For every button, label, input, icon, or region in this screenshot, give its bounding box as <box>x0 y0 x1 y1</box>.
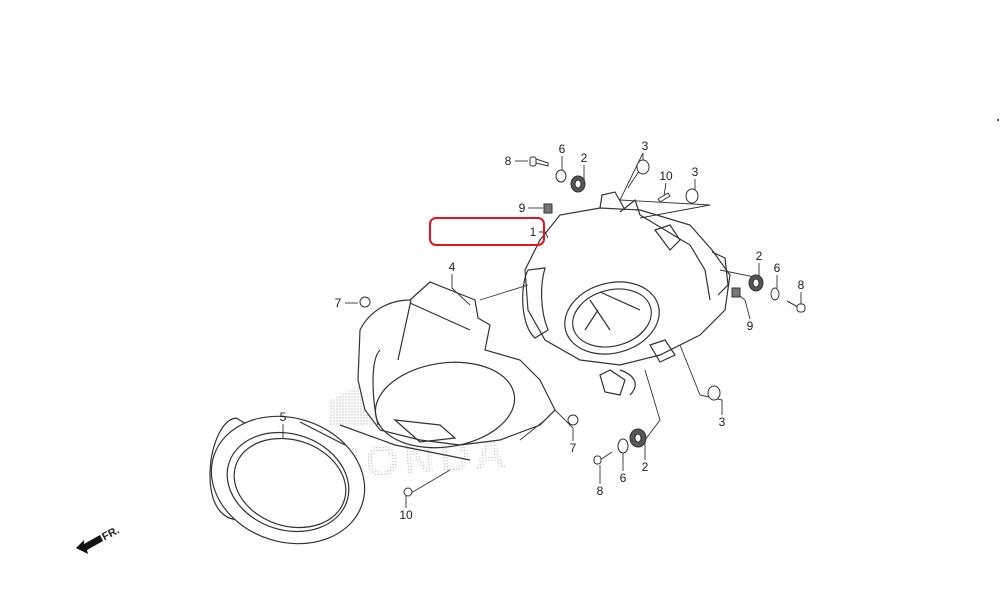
bushing-3-top-b <box>685 188 699 204</box>
arrow-front-icon <box>76 535 103 554</box>
callout-part-5[interactable]: 5 <box>279 410 287 424</box>
callout-part-3[interactable]: 3 <box>691 165 699 179</box>
callout-part-1[interactable]: 1 <box>529 225 537 239</box>
grommet-2-right <box>748 274 764 292</box>
callout-part-10[interactable]: 10 <box>399 508 413 522</box>
bolt-8-bottom <box>593 451 613 465</box>
callout-part-8[interactable]: 8 <box>504 154 512 168</box>
callout-part-2[interactable]: 2 <box>580 151 588 165</box>
grommet-2-bottom <box>629 428 647 448</box>
bushing-3-top-a <box>636 159 650 175</box>
clip-9-top <box>543 203 553 214</box>
callout-part-9[interactable]: 9 <box>746 319 754 333</box>
callout-part-6[interactable]: 6 <box>619 471 627 485</box>
bolt-8-top <box>529 156 549 167</box>
callout-part-7[interactable]: 7 <box>334 296 342 310</box>
callout-part-8[interactable]: 8 <box>797 278 805 292</box>
callout-part-2[interactable]: 2 <box>755 249 763 263</box>
screw-7-left <box>359 296 371 308</box>
callout-part-6[interactable]: 6 <box>558 142 566 156</box>
bushing-3-bottom <box>707 385 721 401</box>
callout-part-3[interactable]: 3 <box>718 415 726 429</box>
stray-mark <box>997 119 999 121</box>
callout-part-6[interactable]: 6 <box>773 261 781 275</box>
fasteners <box>359 156 806 497</box>
part-1-headlight-unit[interactable] <box>522 191 731 396</box>
callout-part-8[interactable]: 8 <box>596 484 604 498</box>
clip-9-right <box>731 287 741 298</box>
callout-part-9[interactable]: 9 <box>518 201 526 215</box>
callout-part-3[interactable]: 3 <box>641 139 649 153</box>
part-4-cover[interactable] <box>339 281 556 461</box>
grommet-2-top <box>570 175 586 193</box>
part-5-rim[interactable] <box>195 397 382 563</box>
screw-7-bottom <box>567 414 579 426</box>
washer-6-bottom <box>617 438 629 454</box>
washer-6-right <box>770 287 780 301</box>
bolt-8-right <box>786 300 806 313</box>
callout-part-10[interactable]: 10 <box>659 169 673 183</box>
callout-part-2[interactable]: 2 <box>641 460 649 474</box>
washer-6-top <box>555 169 567 183</box>
callout-part-4[interactable]: 4 <box>448 260 456 274</box>
callout-part-7[interactable]: 7 <box>569 441 577 455</box>
screw-10-top <box>657 192 671 203</box>
highlight-box-part-1 <box>429 217 545 246</box>
screw-10-bottom <box>403 487 413 497</box>
